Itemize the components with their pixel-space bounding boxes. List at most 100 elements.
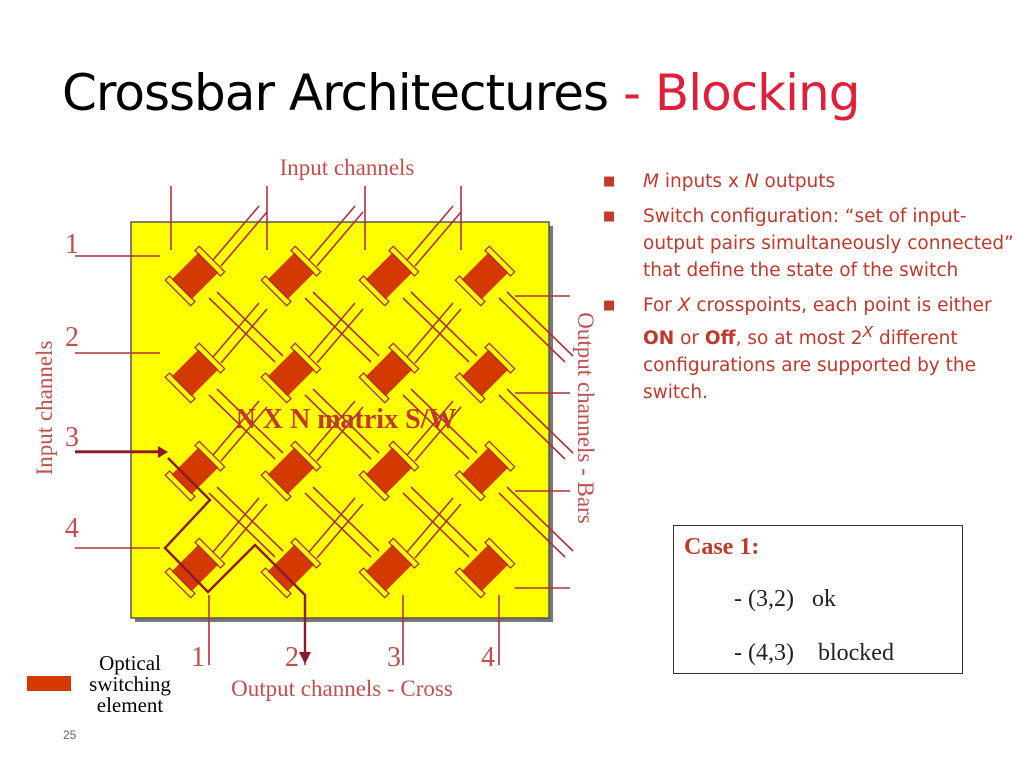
switch-port xyxy=(388,440,420,472)
switch-body xyxy=(365,252,413,300)
switch-port xyxy=(164,567,196,599)
switch-port xyxy=(388,245,420,277)
switch-body xyxy=(461,252,509,300)
waveguide-up xyxy=(220,406,268,462)
waveguide-down xyxy=(402,297,470,363)
waveguide-up xyxy=(220,308,268,364)
input-channels-top-label: Input channels xyxy=(280,155,415,180)
waveguide-up xyxy=(414,308,462,364)
case-row-blocked: - (4,3) blocked xyxy=(734,640,894,666)
switch-element xyxy=(260,440,322,502)
switch-port xyxy=(484,245,516,277)
waveguide-down xyxy=(216,486,284,552)
switch-body xyxy=(171,544,219,592)
switch-element xyxy=(164,342,226,404)
waveguide-up xyxy=(316,308,364,364)
switch-body xyxy=(267,447,315,495)
arrow-head-icon xyxy=(158,446,168,458)
waveguide-up xyxy=(316,503,364,559)
waveguide-up xyxy=(308,205,356,261)
case-box: Case 1: - (3,2) ok - (4,3) blocked xyxy=(673,525,963,674)
switch-port xyxy=(388,537,420,569)
switch-element xyxy=(260,342,322,404)
switch-element xyxy=(260,537,322,599)
case-row-ok: - (3,2) ok xyxy=(734,586,836,612)
switch-body xyxy=(171,349,219,397)
switch-body xyxy=(461,544,509,592)
switch-port xyxy=(290,342,322,374)
switch-element xyxy=(164,537,226,599)
input-number-3: 3 xyxy=(65,422,79,453)
waveguide-up xyxy=(414,211,462,267)
waveguide-down xyxy=(312,486,380,552)
waveguide-down xyxy=(410,388,478,454)
waveguide-down xyxy=(402,394,470,460)
switch-body xyxy=(461,349,509,397)
switch-legend-swatch xyxy=(27,676,71,691)
switch-port xyxy=(290,440,322,472)
title-main: Crossbar Architectures xyxy=(62,64,609,122)
arrow-head-icon xyxy=(299,652,311,664)
output-number-3: 3 xyxy=(387,642,401,673)
switch-body xyxy=(461,447,509,495)
waveguide-up xyxy=(406,302,454,358)
square-bullet-icon: ■ xyxy=(603,298,616,313)
waveguide-up xyxy=(212,400,260,456)
switch-port xyxy=(484,440,516,472)
waveguide-down xyxy=(208,297,276,363)
waveguide-up xyxy=(406,497,454,553)
switch-port xyxy=(164,372,196,404)
switch-body xyxy=(171,447,219,495)
square-bullet-icon: ■ xyxy=(603,209,616,224)
switch-port xyxy=(388,342,420,374)
waveguide-up xyxy=(414,503,462,559)
waveguide-up xyxy=(308,400,356,456)
switch-element xyxy=(454,245,516,307)
bullet-list: ■M inputs x N outputs ■Switch configurat… xyxy=(603,168,1023,414)
switch-body xyxy=(267,544,315,592)
waveguide-down xyxy=(506,388,574,454)
switch-port xyxy=(194,245,226,277)
switch-port xyxy=(358,372,390,404)
waveguide-down xyxy=(304,394,372,460)
switch-port xyxy=(164,470,196,502)
switch-port xyxy=(194,342,226,374)
output-channels-right-label: Output channels - Bars xyxy=(573,312,598,523)
output-number-2: 2 xyxy=(285,642,299,673)
waveguide-down xyxy=(410,291,478,357)
waveguide-up xyxy=(308,497,356,553)
bullet-item: ■Switch configuration: “set of input-out… xyxy=(603,203,1023,284)
switch-port xyxy=(194,537,226,569)
switch-port xyxy=(358,567,390,599)
switch-port xyxy=(484,342,516,374)
bullet-item: ■For X crosspoints, each point is either… xyxy=(603,292,1023,406)
switch-element xyxy=(358,537,420,599)
waveguide-down xyxy=(506,486,574,552)
waveguide-up xyxy=(220,211,268,267)
switch-port xyxy=(260,470,292,502)
connection-lines xyxy=(75,186,574,665)
switch-port xyxy=(194,440,226,472)
waveguide-up xyxy=(212,302,260,358)
switch-body xyxy=(365,544,413,592)
switch-body xyxy=(365,349,413,397)
switch-element xyxy=(454,440,516,502)
waveguide-up xyxy=(212,497,260,553)
switch-element xyxy=(358,342,420,404)
waveguide-down xyxy=(208,492,276,558)
switch-port xyxy=(358,470,390,502)
waveguide-down xyxy=(506,291,574,357)
switch-port xyxy=(260,372,292,404)
switch-elements xyxy=(164,245,516,599)
switch-port xyxy=(290,245,322,277)
path-route xyxy=(163,457,307,655)
waveguide-down xyxy=(312,291,380,357)
output-number-1: 1 xyxy=(191,642,205,673)
switch-port xyxy=(454,567,486,599)
switch-body xyxy=(365,447,413,495)
waveguide-down xyxy=(498,492,566,558)
title-accent: - Blocking xyxy=(622,64,860,122)
slide-title: Crossbar Architectures - Blocking xyxy=(62,64,860,122)
path-arrows xyxy=(75,446,311,664)
